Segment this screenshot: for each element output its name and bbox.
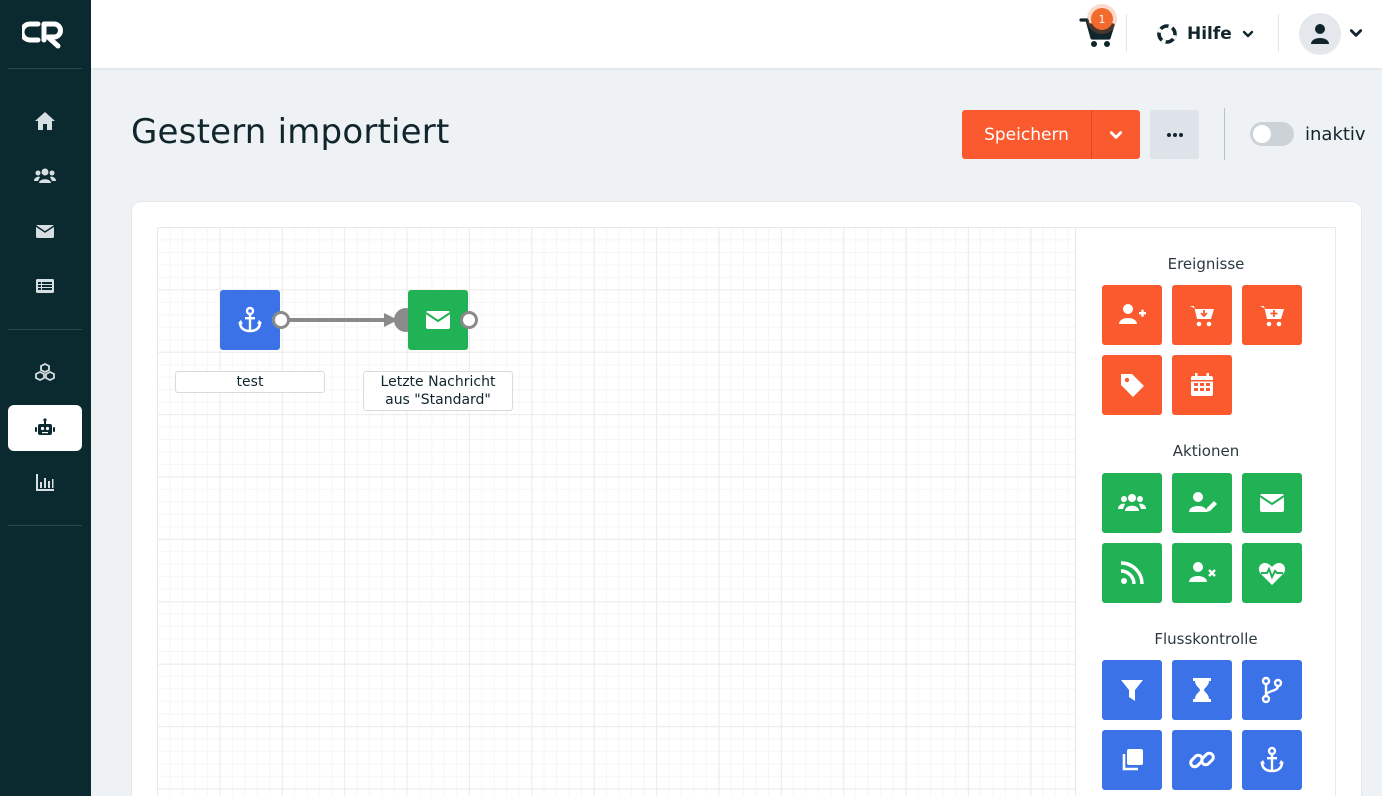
- heartbeat-icon: [1258, 563, 1286, 585]
- header-divider: [1224, 108, 1225, 160]
- sidebar-divider: [8, 525, 82, 526]
- user-plus-icon: [1119, 304, 1146, 324]
- palette-item-tag[interactable]: [1102, 355, 1162, 415]
- flow-node-label[interactable]: test: [175, 371, 325, 393]
- tag-icon: [1121, 374, 1144, 397]
- sidebar-item-home[interactable]: [8, 98, 82, 144]
- flow-node-label[interactable]: Letzte Nachricht aus "Standard": [363, 371, 513, 411]
- code-branch-icon: [1261, 676, 1283, 704]
- flow-node-trigger[interactable]: [220, 290, 280, 350]
- save-button-group: Speichern: [962, 110, 1140, 159]
- cubes-icon: [35, 362, 55, 382]
- user-edit-icon: [1189, 492, 1217, 512]
- sidebar-divider: [8, 68, 82, 69]
- sidebar: [0, 0, 91, 796]
- palette-item-contact-added[interactable]: [1102, 285, 1162, 345]
- output-port[interactable]: [460, 311, 478, 329]
- cart-arrow-down-icon: [1190, 306, 1214, 327]
- palette-item-send-email[interactable]: [1242, 473, 1302, 533]
- clone-icon: [1122, 749, 1143, 771]
- anchor-icon: [1260, 746, 1284, 773]
- sidebar-divider: [8, 329, 82, 330]
- users-icon: [34, 168, 56, 183]
- help-menu[interactable]: Hilfe: [1157, 20, 1254, 48]
- chevron-down-icon: [1109, 130, 1123, 139]
- cart-badge: 1: [1091, 8, 1113, 30]
- calendar-icon: [1191, 373, 1213, 396]
- sidebar-item-integrations[interactable]: [8, 350, 82, 396]
- users-icon: [1118, 494, 1146, 511]
- palette-item-edit-contact[interactable]: [1172, 473, 1232, 533]
- user-avatar[interactable]: [1299, 13, 1341, 55]
- ellipsis-icon: [1166, 132, 1183, 137]
- sidebar-item-contacts[interactable]: [8, 153, 82, 199]
- envelope-icon: [425, 311, 451, 329]
- lifebuoy-icon: [1157, 24, 1177, 44]
- envelope-icon: [35, 225, 55, 238]
- status-toggle[interactable]: [1250, 122, 1294, 146]
- palette-section-title: Aktionen: [1172, 442, 1240, 460]
- topbar: 1 Hilfe: [91, 0, 1382, 68]
- topbar-divider: [1126, 14, 1127, 52]
- palette-section-title: Ereignisse: [1167, 255, 1245, 273]
- rss-icon: [1120, 561, 1144, 585]
- sidebar-item-messages[interactable]: [8, 208, 82, 254]
- chevron-down-icon: [1242, 30, 1254, 38]
- hourglass-icon: [1193, 678, 1211, 702]
- robot-icon: [35, 418, 55, 435]
- palette-item-remove-contact[interactable]: [1172, 543, 1232, 603]
- user-times-icon: [1189, 562, 1216, 582]
- palette-item-link[interactable]: [1172, 730, 1232, 790]
- save-dropdown-button[interactable]: [1092, 110, 1140, 159]
- palette-item-anchor[interactable]: [1242, 730, 1302, 790]
- palette-item-wait[interactable]: [1172, 660, 1232, 720]
- home-icon: [35, 112, 55, 130]
- page-title: Gestern importiert: [131, 112, 450, 152]
- palette-item-purchase[interactable]: [1172, 285, 1232, 345]
- more-options-button[interactable]: [1150, 110, 1199, 159]
- user-icon: [1311, 24, 1329, 44]
- palette-item-split[interactable]: [1242, 660, 1302, 720]
- status-label: inaktiv: [1305, 124, 1366, 145]
- help-label: Hilfe: [1187, 24, 1232, 44]
- palette-item-cart[interactable]: [1242, 285, 1302, 345]
- anchor-icon: [238, 306, 262, 333]
- flow-canvas[interactable]: test Letzte Nachricht aus "Standard": [157, 227, 1076, 796]
- arrow-head-icon: [384, 313, 398, 327]
- palette-item-add-to-group[interactable]: [1102, 473, 1162, 533]
- sidebar-item-lists[interactable]: [8, 263, 82, 309]
- flow-node-email[interactable]: [408, 290, 468, 350]
- chevron-down-icon[interactable]: [1349, 26, 1363, 40]
- palette-item-duplicate[interactable]: [1102, 730, 1162, 790]
- list-icon: [36, 279, 54, 293]
- sidebar-item-reports[interactable]: [8, 459, 82, 505]
- save-button[interactable]: Speichern: [962, 110, 1092, 159]
- logo-icon[interactable]: [22, 18, 68, 50]
- palette-item-score[interactable]: [1242, 543, 1302, 603]
- envelope-icon: [1259, 494, 1285, 512]
- link-icon: [1189, 751, 1215, 769]
- chart-icon: [36, 474, 54, 491]
- palette-item-filter[interactable]: [1102, 660, 1162, 720]
- palette-item-rss[interactable]: [1102, 543, 1162, 603]
- filter-icon: [1121, 680, 1143, 701]
- connection-line: [288, 318, 390, 322]
- cart-plus-icon: [1260, 306, 1284, 327]
- topbar-divider: [1278, 14, 1279, 52]
- palette-section-title: Flusskontrolle: [1154, 630, 1258, 648]
- sidebar-item-automation[interactable]: [8, 405, 82, 451]
- toggle-knob: [1253, 125, 1271, 143]
- palette-item-date[interactable]: [1172, 355, 1232, 415]
